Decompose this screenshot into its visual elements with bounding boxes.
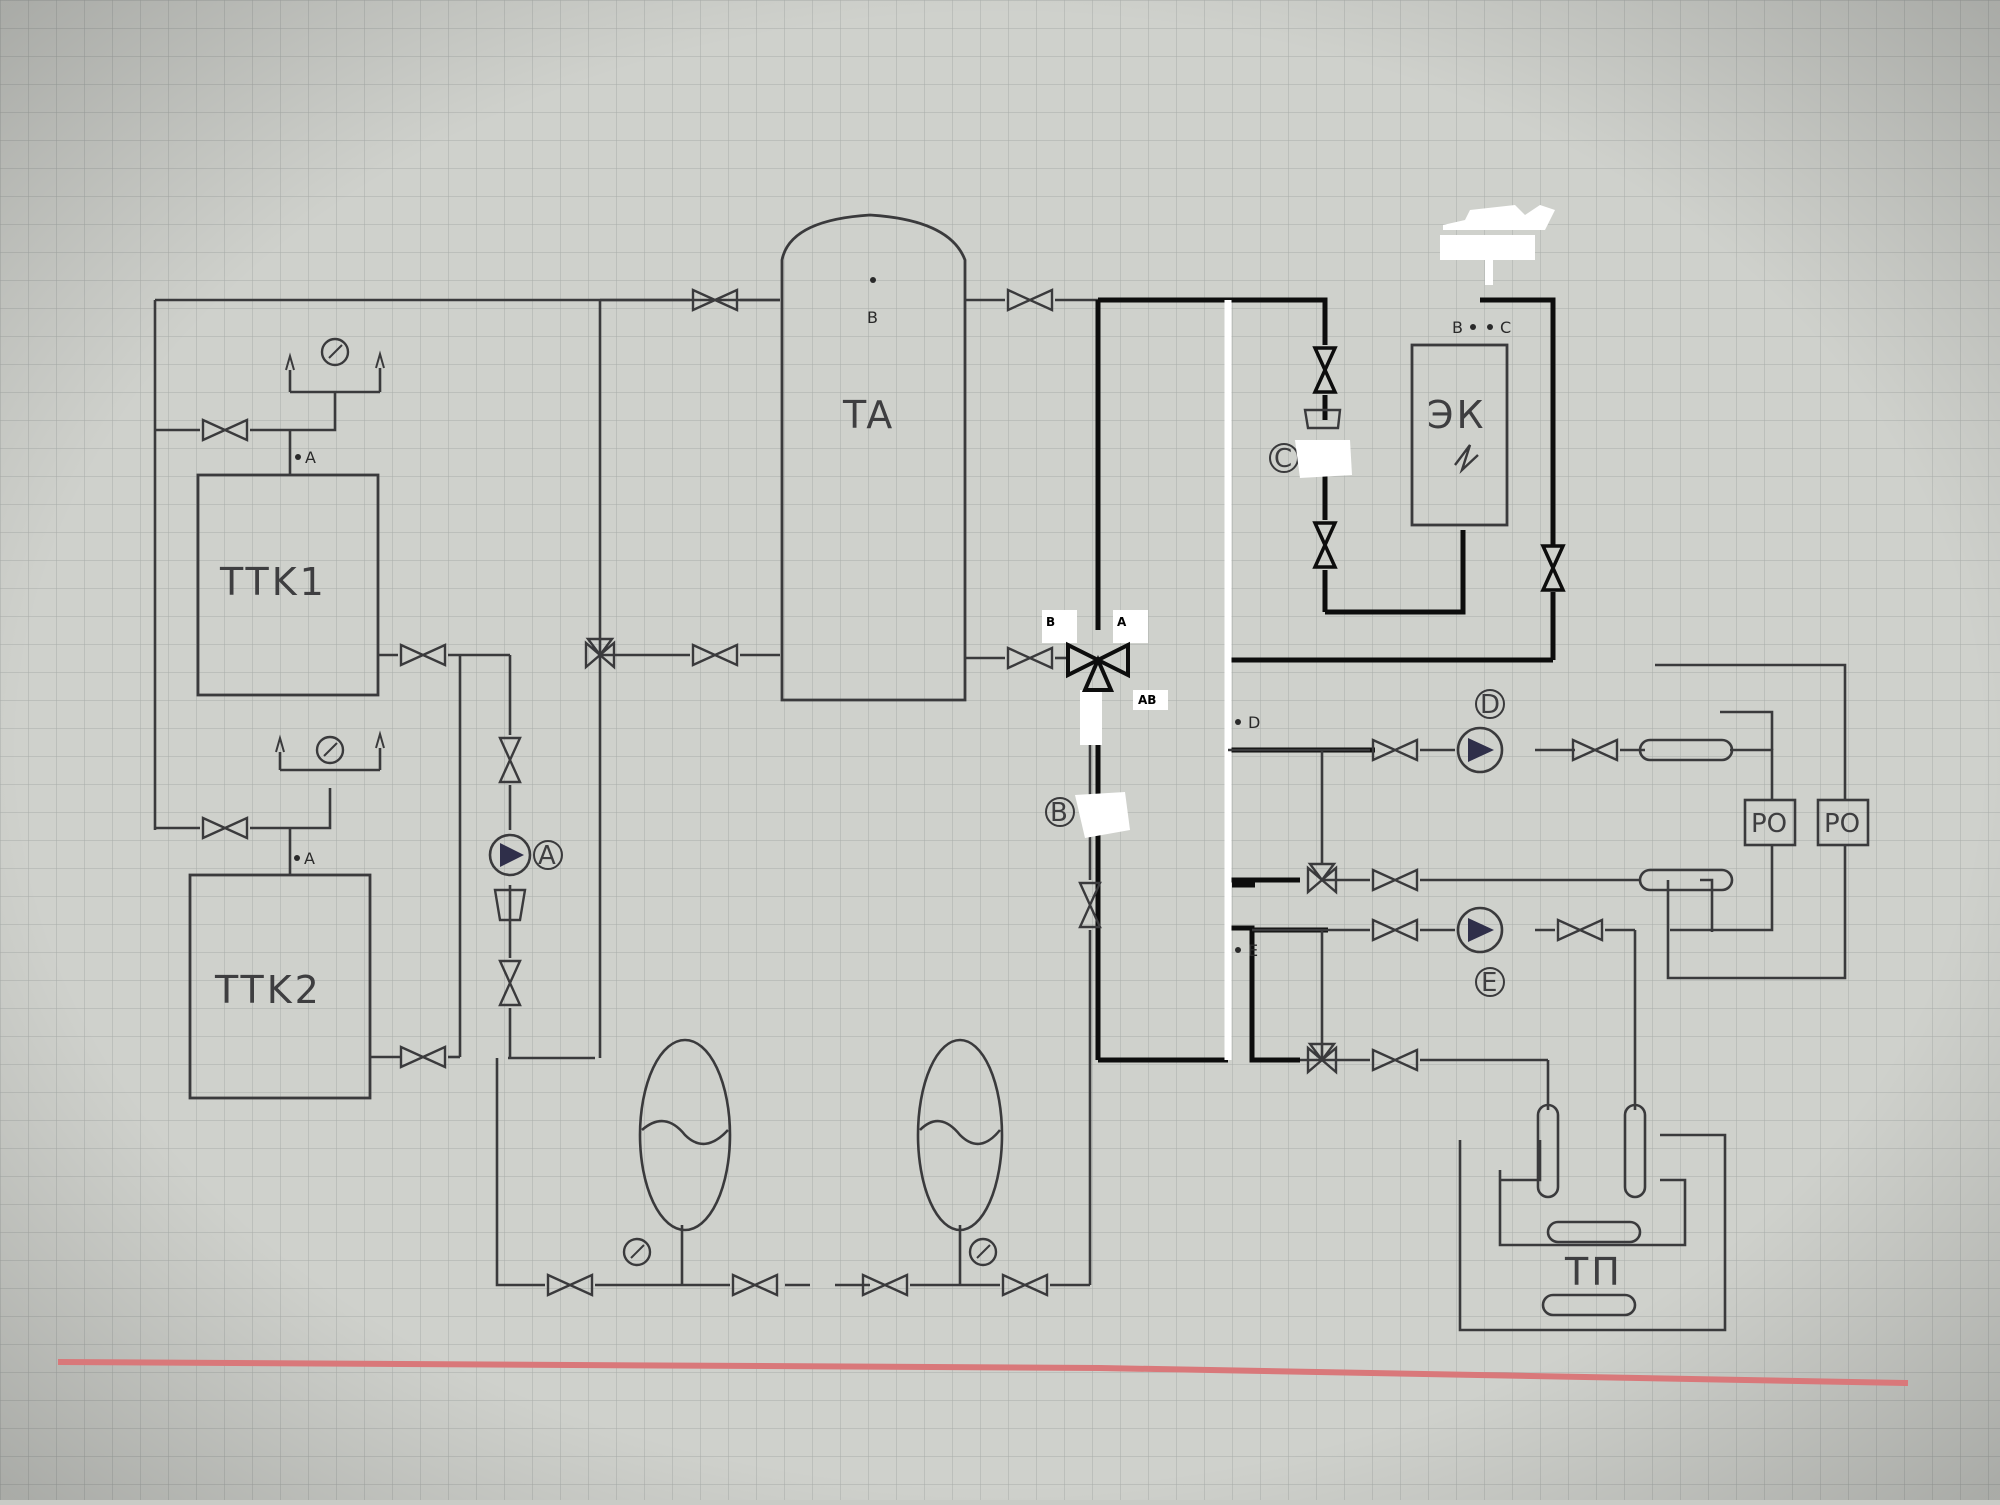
- gate-valve-icon: [201, 816, 249, 840]
- gate-valve-icon: [399, 643, 447, 667]
- ttk2-boiler: [188, 873, 372, 1100]
- gate-valve-icon: [1078, 881, 1102, 929]
- ttk2-label: TTK2: [214, 968, 322, 1012]
- ttk1-point-a: A: [305, 448, 316, 467]
- ek-point-c: C: [1500, 318, 1511, 337]
- pressure-gauge-icon: [622, 1237, 652, 1267]
- gate-valve-icon: [1556, 918, 1604, 942]
- gate-valve-icon: [691, 288, 739, 312]
- ttk1-label: TTK1: [219, 560, 327, 604]
- valve-port-a: A: [1117, 615, 1127, 629]
- pump-d-marker: D: [1480, 690, 1500, 720]
- ta-label: TA: [842, 393, 895, 437]
- pressure-gauge-icon: [968, 1237, 998, 1267]
- pump-a-marker: A: [538, 841, 556, 871]
- gate-valve-icon: [1001, 1273, 1049, 1297]
- gauge-needle: [976, 1244, 991, 1259]
- gate-valve-icon: [1571, 738, 1619, 762]
- ta-point-b: B: [867, 308, 878, 327]
- pumps: [488, 726, 1504, 954]
- node-point-e: E: [1248, 941, 1258, 960]
- white-blot-b: [1075, 792, 1130, 838]
- pencil-floor-loops: [1228, 663, 1847, 1332]
- circle-c-marker: C: [1274, 444, 1292, 474]
- ek-point-b: B: [1452, 318, 1463, 337]
- mixing-valve: B A AB: [1042, 610, 1168, 710]
- gate-valve-icon: [498, 736, 522, 784]
- po-controller-2: [1816, 798, 1870, 847]
- ttk2-point-a: A: [304, 849, 315, 868]
- gate-valve-icon: [498, 959, 522, 1007]
- gauge-needle: [323, 742, 338, 757]
- gauge-needle: [630, 1244, 645, 1259]
- gate-valves: [201, 288, 1619, 1297]
- gauge-needle: [328, 344, 343, 359]
- white-blot-c: [1295, 440, 1352, 478]
- air-vent-icon: [375, 730, 385, 749]
- gate-valve-icon: [201, 418, 249, 442]
- point-labels: A A B B C D E: [294, 277, 1511, 960]
- three-way-valve-icon: [1306, 862, 1338, 895]
- ek-label: ЭК: [1427, 393, 1487, 437]
- valve-port-b: B: [1046, 615, 1055, 629]
- gate-valve-icon: [1371, 868, 1419, 892]
- strainer-icon: [1303, 408, 1342, 430]
- po2-label: PO: [1824, 809, 1860, 839]
- po-controller-1: [1743, 798, 1797, 847]
- air-vent-icon: [275, 734, 285, 753]
- po1-label: PO: [1751, 809, 1787, 839]
- white-blot-valve: [1080, 690, 1102, 745]
- gate-valve-icon: [1371, 1048, 1419, 1072]
- white-correction-blob: [1443, 205, 1555, 230]
- circle-b-marker: B: [1050, 798, 1068, 828]
- manifolds: [1536, 738, 1734, 1317]
- ta-accumulator-tank: [780, 213, 967, 702]
- air-vents: [275, 350, 1342, 922]
- ek-electric-boiler: [1410, 343, 1509, 527]
- gate-valve-icon: [399, 1045, 447, 1069]
- air-vent-icon: [375, 350, 385, 369]
- gate-valve-icon: [691, 643, 739, 667]
- pressure-gauges: [315, 337, 998, 1267]
- lightning-icon: [1454, 444, 1479, 475]
- gate-valve-icon: [1006, 288, 1054, 312]
- gate-valve-icon: [1540, 544, 1566, 592]
- red-margin-line: [57, 1359, 1909, 1386]
- gate-valve-icon: [731, 1273, 779, 1297]
- pump-e-marker: E: [1481, 968, 1497, 998]
- valve-port-ab: AB: [1138, 693, 1156, 707]
- white-correction-stem: [1485, 245, 1493, 285]
- expansion-vessels: [638, 1038, 1004, 1232]
- gate-valve-icon: [861, 1273, 909, 1297]
- gate-valve-icon: [546, 1273, 594, 1297]
- gate-valve-icon: [1006, 646, 1054, 670]
- three-way-valve-icon: [1306, 1042, 1338, 1075]
- gate-valve-icon: [1312, 346, 1338, 394]
- pressure-gauge-icon: [315, 735, 345, 765]
- pressure-gauge-icon: [320, 337, 350, 367]
- circle-markers: A D E B C: [533, 443, 1505, 998]
- gate-valve-icon: [1371, 738, 1419, 762]
- ttk1-boiler: [196, 473, 380, 697]
- node-point-d: D: [1248, 713, 1260, 732]
- tp-label: TП: [1564, 1250, 1623, 1294]
- gate-valve-icon: [1312, 521, 1338, 569]
- gate-valve-icon: [1371, 918, 1419, 942]
- three-way-valve-icon: [584, 637, 616, 670]
- strainer-icon: [493, 888, 527, 922]
- air-vent-icon: [285, 352, 295, 371]
